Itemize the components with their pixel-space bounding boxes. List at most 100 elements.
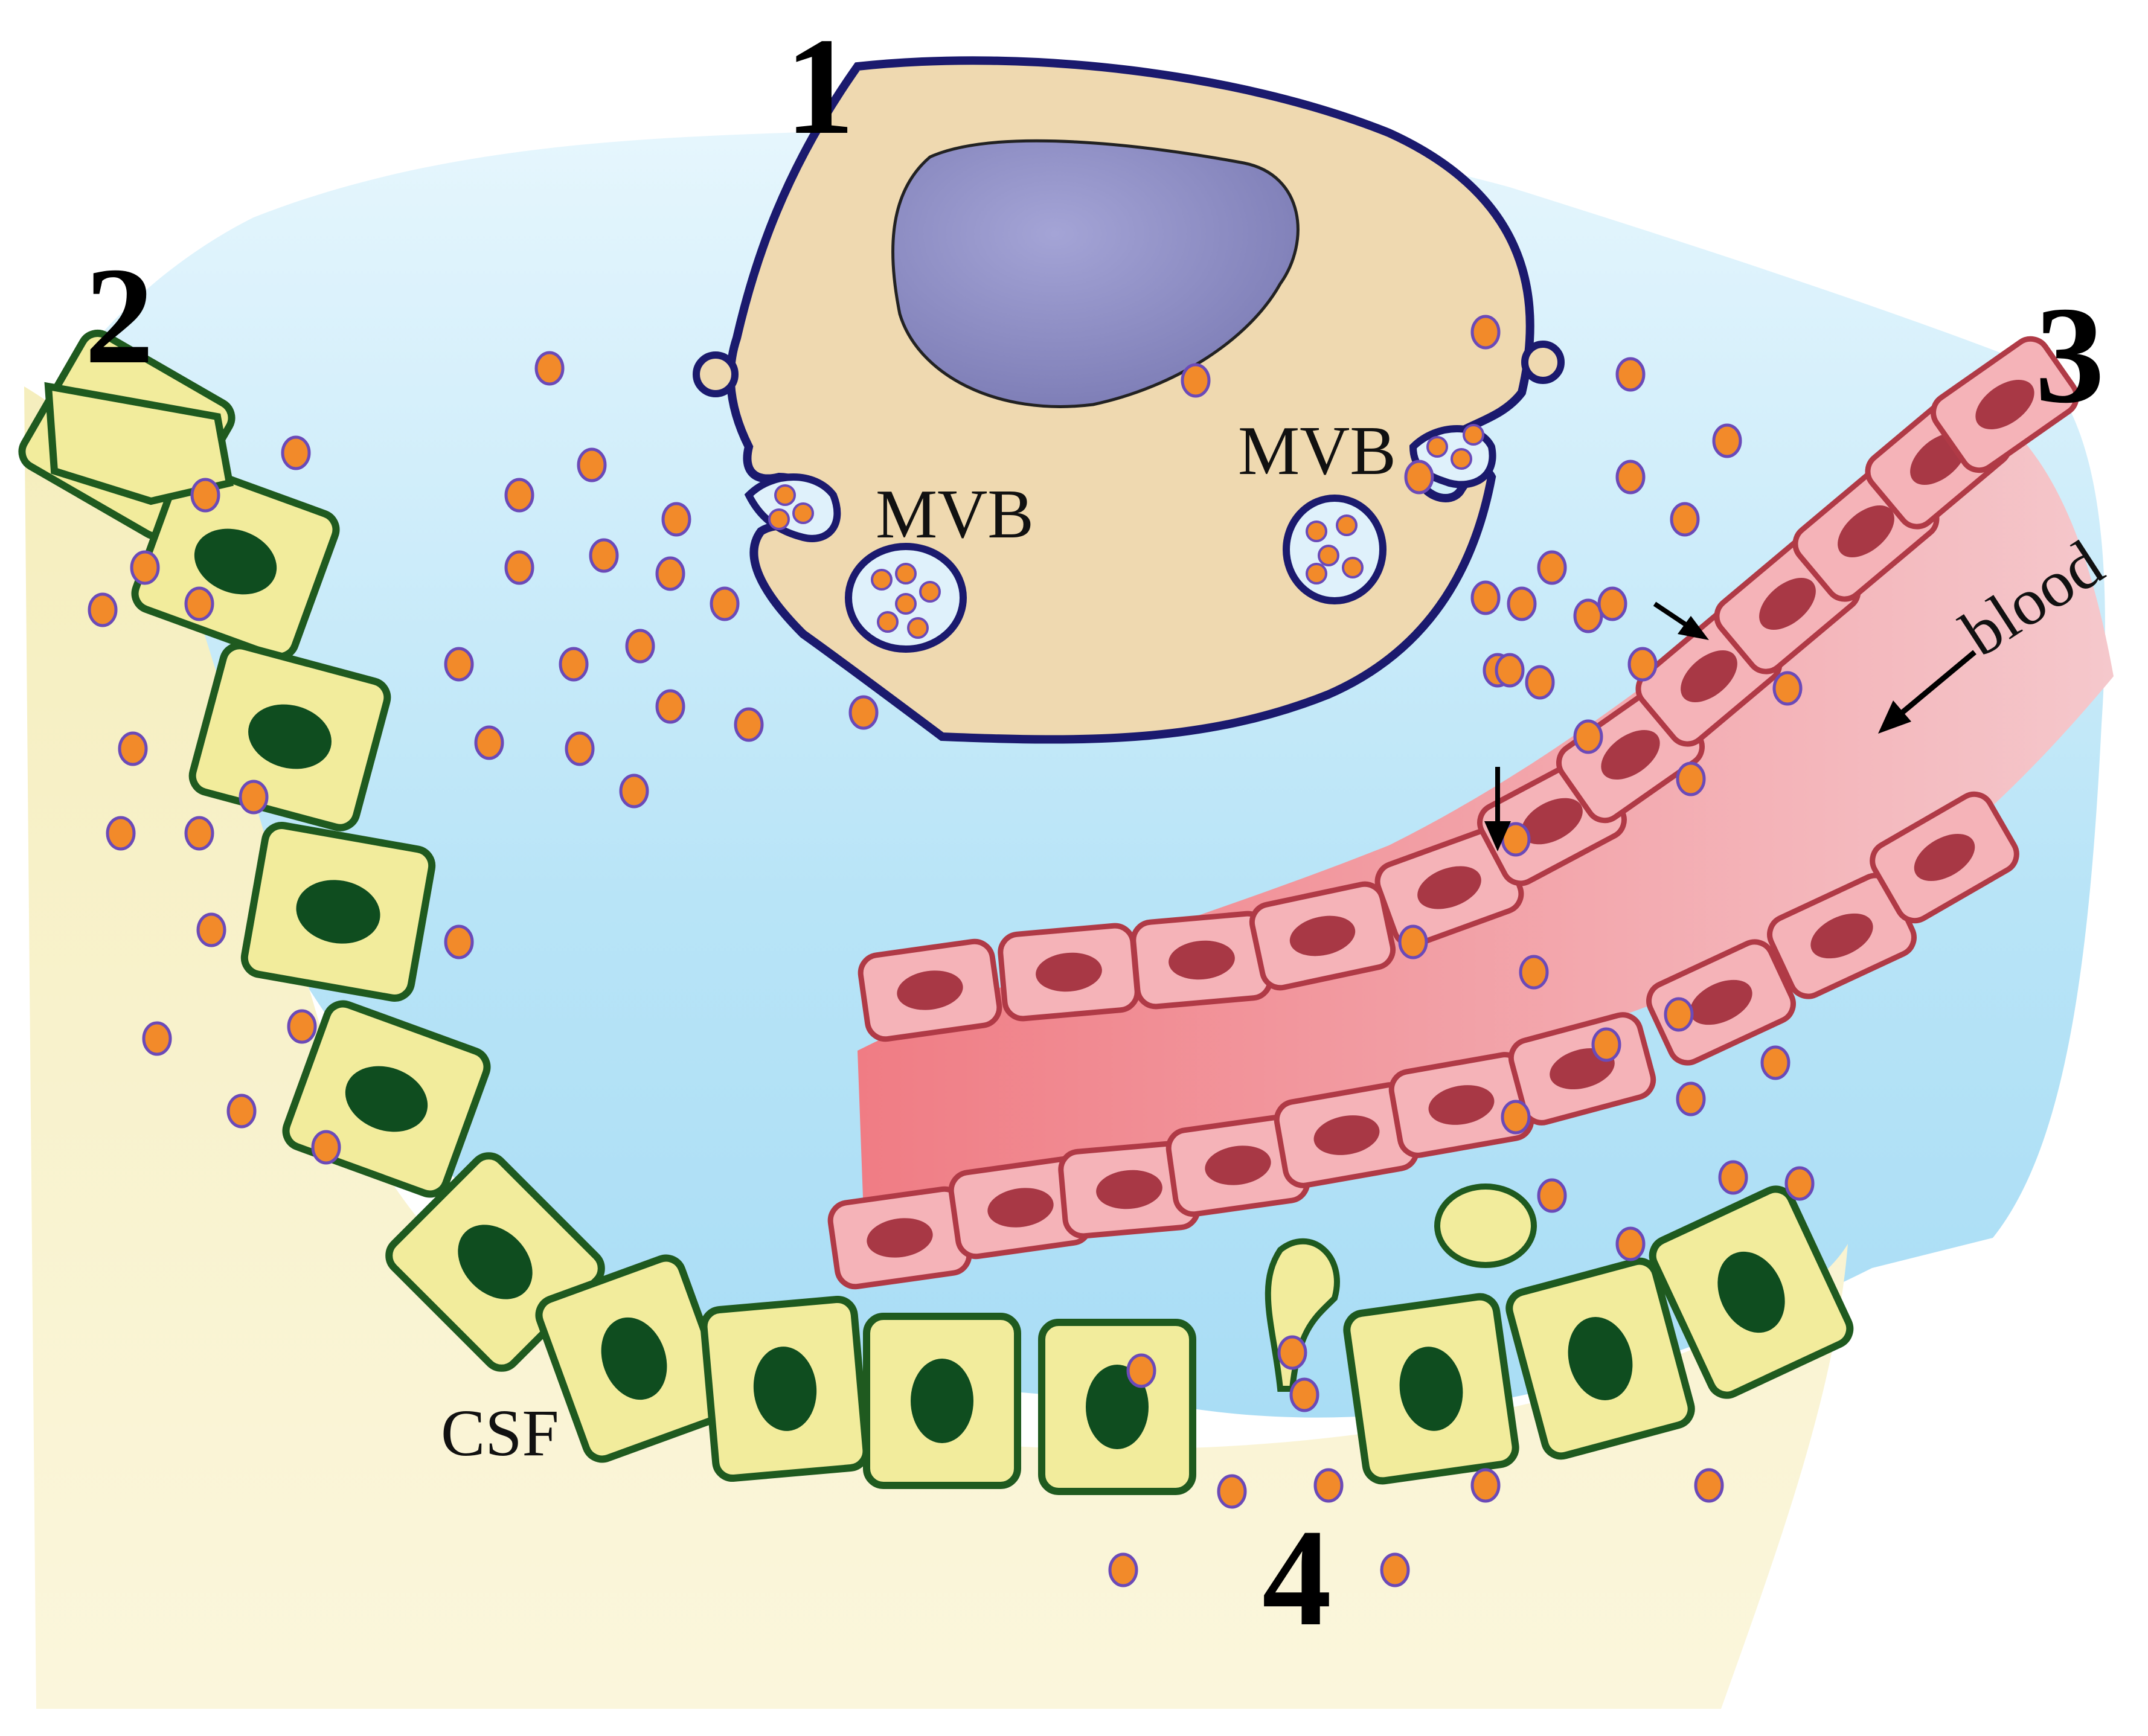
label-csf: CSF [441,1396,559,1470]
endothelial-nucleus [1417,866,1481,909]
ependymal-cell [240,822,436,1002]
extracellular-vesicle [1126,1353,1156,1388]
extracellular-vesicle [1712,423,1742,458]
extracellular-vesicle [142,1021,172,1056]
extracellular-vesicle [1615,1226,1646,1261]
extracellular-vesicle [130,550,160,585]
mvb-vesicle [1336,514,1358,536]
extracellular-vesicle [1573,598,1603,633]
ependymal-nucleus [753,1347,817,1431]
extracellular-vesicle [1760,1045,1791,1080]
extracellular-vesicle [474,725,504,760]
extracellular-vesicle [1289,1377,1319,1412]
endothelium-lower [827,791,2019,1290]
mvb-vesicle [871,569,893,591]
ependymal-nucleus [1086,1365,1149,1449]
extracellular-vesicle [1470,1468,1501,1503]
extracellular-vesicle [1694,1468,1724,1503]
extracellular-vesicle [1470,580,1501,615]
ependymal-cell-partial [44,382,234,505]
ependymal-nucleus [248,704,332,769]
extracellular-vesicle [734,707,764,742]
endothelial-cell-upper [998,923,1140,1022]
endothelial-nucleus [1601,729,1660,780]
extracellular-vesicle [1108,1552,1138,1587]
endothelial-cell-lower [1388,1052,1534,1158]
ependymal-nucleus [194,528,277,595]
extracellular-vesicle [625,629,655,664]
extracellular-vesicle [1591,1027,1621,1062]
extracellular-vesicle [577,447,607,482]
mvb-vesicle [1306,563,1327,585]
extracellular-vesicle [184,816,214,851]
endothelial-nucleus [1838,505,1894,558]
ependymal-cell [1649,1185,1854,1399]
extracellular-vesicle [1670,502,1700,537]
extracellular-vesicle [504,550,534,585]
extracellular-vesicle [504,478,534,513]
endothelial-cell-upper [1931,336,2079,473]
extracellular-vesicle [239,780,269,815]
extracellular-vesicle [118,731,148,766]
extracellular-vesicle [1519,955,1549,990]
endothelial-cell-lower [1870,791,2019,924]
extracellular-vesicle [619,774,649,809]
endothelial-nucleus [1036,952,1102,992]
extracellular-vesicle [710,586,740,621]
secreting-cell [693,56,1565,744]
ependymal-nucleus [458,1225,533,1299]
extracellular-vesicle [444,647,474,682]
label-1: 1 [785,9,854,163]
extracellular-vesicle [196,912,226,947]
endothelial-nucleus [1313,1115,1380,1155]
extracellular-vesicle [1181,363,1211,398]
endothelial-cell-lower [1767,873,1917,999]
extracellular-vesicle [1537,1178,1567,1213]
mvb-vesicle [792,502,814,524]
mvb-vesicle [907,617,929,639]
mvb-vesicle [774,484,796,506]
extracellular-vesicle [1501,1100,1531,1135]
extracellular-vesicle [1404,460,1434,495]
mvb-vesicle [1426,436,1448,458]
mvb-vesicle [1342,557,1364,578]
mvb-vesicle [1463,424,1484,446]
extracellular-vesicle [1784,1166,1815,1201]
extracellular-vesicle [1597,586,1627,621]
membrane-bud-right [1521,341,1565,384]
label-3: 3 [2035,278,2105,432]
endothelial-cell-lower [1274,1082,1420,1188]
ependymal-nucleus [296,880,380,944]
extracellular-vesicle [1507,586,1537,621]
endothelial-nucleus [1169,940,1235,980]
extracellular-vesicle [559,647,589,682]
endothelial-nucleus [1289,915,1356,956]
extracellular-vesicle [184,586,214,621]
extracellular-vesicle [661,502,691,537]
mvb-vesicle [877,611,899,633]
ependymal-nucleus [1568,1317,1633,1400]
endothelial-cell-lower [1646,939,1796,1066]
endothelial-nucleus [1690,979,1752,1025]
endothelial-cell-lower [1058,1140,1201,1239]
extracellular-vesicle [444,924,474,959]
endothelial-nucleus [1205,1145,1271,1185]
label-mvb-right: MVB [1238,412,1396,489]
ependymal-nucleus [345,1066,428,1132]
membrane-bud-left [693,351,739,397]
extracellular-vesicle [281,435,311,470]
mvb-vesicle [895,563,917,585]
extracellular-vesicle [1470,315,1501,350]
extracellular-vesicle [589,538,619,573]
extracellular-vesicle [190,478,220,513]
extracellular-vesicle [1676,761,1706,796]
mvb-vesicle [895,593,917,615]
endothelial-cell-upper [1374,827,1524,948]
extracellular-vesicle [1277,1335,1307,1370]
extracellular-vesicle [1573,719,1603,754]
ependymal-nucleus [1717,1251,1785,1333]
endothelial-cell-upper [858,938,1002,1042]
extracellular-vesicle [1380,1552,1410,1587]
mvb-vesicle [1306,520,1327,542]
